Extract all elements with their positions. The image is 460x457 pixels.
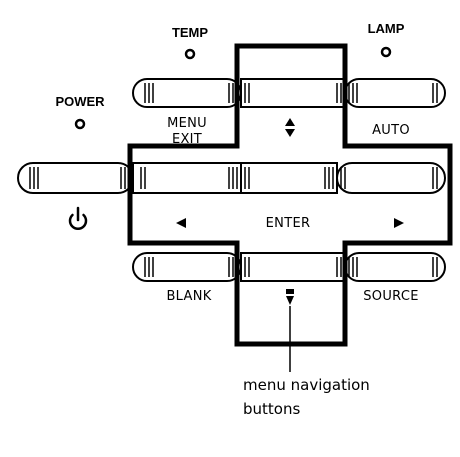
top-row-buttons	[132, 78, 446, 108]
lamp-label: LAMP	[368, 21, 405, 36]
source-label: SOURCE	[363, 289, 418, 304]
auto-label: AUTO	[372, 123, 410, 138]
exit-label: EXIT	[172, 132, 202, 147]
menu-label: MENU	[167, 116, 207, 131]
up-down-button[interactable]	[240, 78, 346, 108]
down-arrow-icon	[286, 289, 294, 305]
bottom-row-buttons	[132, 252, 446, 282]
enter-label: ENTER	[266, 216, 311, 231]
auto-button[interactable]	[344, 78, 446, 108]
left-button[interactable]	[132, 162, 242, 194]
power-led-icon	[74, 118, 86, 130]
middle-row-buttons	[17, 162, 446, 194]
power-icon	[68, 206, 88, 230]
blank-label: BLANK	[166, 289, 211, 304]
temp-label: TEMP	[172, 25, 208, 40]
power-button[interactable]	[17, 162, 134, 194]
up-down-arrow-icon	[285, 118, 295, 137]
callout-line-2: buttons	[243, 400, 300, 418]
lamp-led-icon	[380, 46, 392, 58]
temp-led-icon	[184, 48, 196, 60]
right-button[interactable]	[336, 162, 446, 194]
source-button[interactable]	[344, 252, 446, 282]
down-button[interactable]	[240, 252, 346, 282]
enter-button[interactable]	[240, 162, 338, 194]
navigation-cross-outline	[127, 43, 453, 347]
right-arrow-icon	[394, 218, 404, 228]
left-arrow-icon	[176, 218, 186, 228]
power-label: POWER	[55, 94, 105, 109]
callout-line-1: menu navigation	[243, 376, 370, 394]
